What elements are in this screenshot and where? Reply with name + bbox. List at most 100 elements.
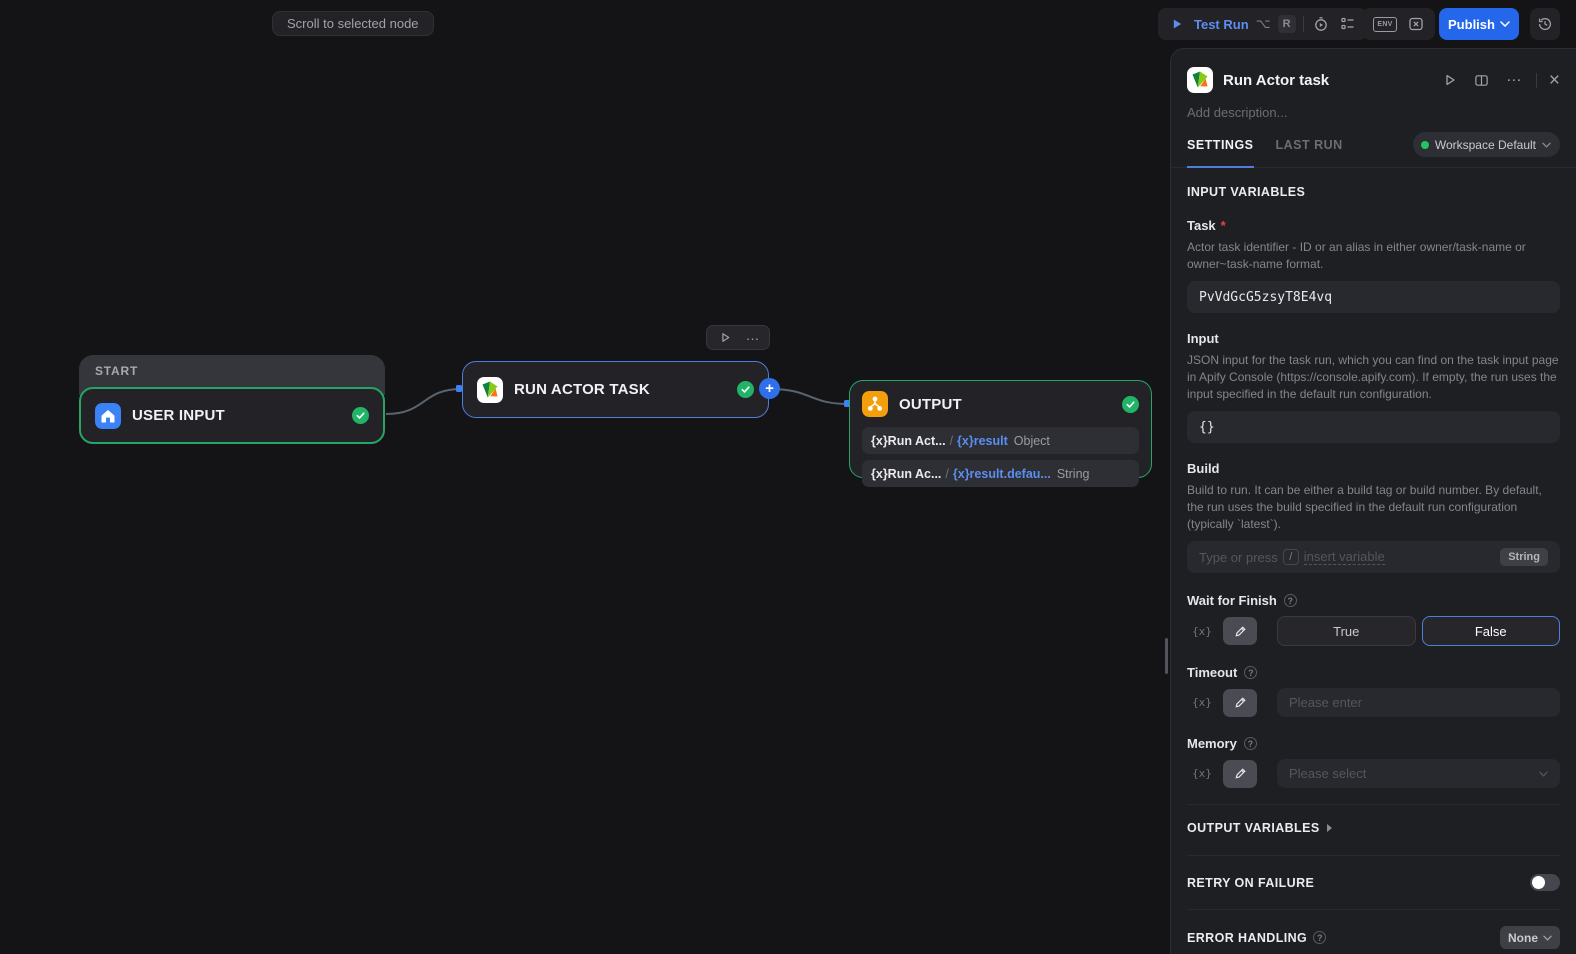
option-key-label: ⌥ (1255, 16, 1271, 31)
node-play-icon[interactable] (716, 328, 736, 348)
chevron-down-icon (1543, 935, 1552, 941)
wait-false-button[interactable]: False (1421, 616, 1560, 646)
variable-mode-button[interactable]: {x} (1192, 696, 1212, 709)
build-input[interactable]: Type or press / insert variable String (1187, 541, 1560, 573)
timeout-label: Timeout ? (1187, 665, 1560, 680)
toolbar-divider (1302, 16, 1304, 32)
section-divider (1187, 855, 1560, 856)
node-hover-toolbar: … (706, 325, 770, 350)
test-run-play-icon[interactable] (1167, 14, 1187, 34)
node-more-icon[interactable]: … (745, 326, 761, 343)
help-icon[interactable]: ? (1244, 666, 1258, 679)
variable-mode-button[interactable]: {x} (1192, 767, 1212, 780)
success-check-icon (737, 381, 754, 398)
more-options-icon[interactable]: … (1505, 67, 1522, 85)
required-mark: * (1220, 218, 1226, 233)
output-variables-toggle[interactable]: OUTPUT VARIABLES (1187, 821, 1560, 835)
pencil-icon (1235, 768, 1246, 779)
build-field-description: Build to run. It can be either a build t… (1187, 483, 1542, 531)
run-node-icon[interactable] (1440, 70, 1460, 90)
header-divider (1535, 72, 1537, 88)
variable-path: {x}result (957, 433, 1008, 448)
error-handling-select[interactable]: None (1500, 926, 1560, 949)
tab-last-run[interactable]: LAST RUN (1275, 137, 1343, 152)
output-variable-row[interactable]: {x}Run Ac... / {x}result.defau... String (862, 460, 1139, 487)
env-icon[interactable]: ENV (1371, 14, 1399, 34)
workspace-status-dot (1420, 140, 1429, 149)
section-divider (1187, 804, 1560, 805)
type-badge: String (1500, 548, 1548, 566)
memory-select[interactable]: Please select (1277, 759, 1560, 788)
variable-inspector-icon[interactable] (1406, 14, 1426, 34)
test-run-toolbar: Test Run ⌥ R (1158, 8, 1367, 40)
slash-key-icon: / (1282, 549, 1299, 565)
description-placeholder[interactable]: Add description... (1187, 105, 1288, 120)
publish-button[interactable]: Publish (1439, 8, 1519, 40)
section-divider (1187, 909, 1560, 910)
task-field-label: Task* (1187, 218, 1226, 233)
variable-mode-button[interactable]: {x} (1192, 624, 1212, 638)
json-input[interactable]: {} (1187, 411, 1560, 443)
insert-variable-hint: insert variable (1303, 549, 1385, 565)
user-input-icon (95, 402, 121, 429)
shortcut-key: R (1277, 15, 1296, 33)
variable-type: Object (1013, 433, 1050, 448)
output-node-title: OUTPUT (899, 395, 962, 413)
history-icon (1538, 18, 1552, 31)
start-node-title: USER INPUT (132, 407, 225, 424)
error-handling-header: ERROR HANDLING (1187, 930, 1308, 945)
success-check-icon (352, 407, 369, 424)
help-icon[interactable]: ? (1283, 594, 1297, 607)
variable-separator: / (945, 466, 949, 481)
input-field-label: Input (1187, 331, 1219, 346)
timeout-input[interactable]: Please enter (1277, 688, 1560, 717)
node-run-actor-task[interactable]: RUN ACTOR TASK (462, 361, 769, 418)
help-icon[interactable]: ? (1313, 931, 1327, 944)
node-start[interactable]: START USER INPUT (79, 355, 385, 444)
run-timer-icon[interactable] (1311, 14, 1331, 34)
variable-path: {x}result.defau... (952, 466, 1051, 481)
pencil-icon (1235, 697, 1246, 708)
panel-resize-handle[interactable] (1165, 638, 1168, 674)
build-field-label: Build (1187, 461, 1220, 476)
variable-source: {x}Run Ac... (871, 466, 942, 481)
success-check-icon (1122, 395, 1139, 413)
retry-toggle[interactable] (1530, 874, 1560, 891)
constant-mode-button[interactable] (1223, 688, 1257, 717)
split-view-icon[interactable] (1472, 70, 1492, 90)
close-icon[interactable]: × (1548, 69, 1560, 91)
chevron-down-icon (1542, 142, 1551, 148)
tab-settings[interactable]: SETTINGS (1187, 122, 1254, 168)
apify-icon (1187, 67, 1213, 93)
apify-icon (477, 376, 503, 403)
constant-mode-button[interactable] (1223, 617, 1257, 645)
wait-for-finish-label: Wait for Finish ? (1187, 593, 1560, 608)
pencil-icon (1235, 625, 1246, 636)
wait-true-button[interactable]: True (1277, 616, 1416, 646)
output-node-icon (862, 391, 888, 417)
chevron-down-icon (1539, 771, 1548, 777)
memory-label: Memory ? (1187, 736, 1560, 751)
node-config-panel: Run Actor task … × Add description... SE… (1170, 48, 1576, 954)
constant-mode-button[interactable] (1223, 759, 1257, 788)
scroll-to-node-hint[interactable]: Scroll to selected node (272, 11, 434, 36)
workspace-selector[interactable]: Workspace Default (1412, 132, 1560, 157)
variable-separator: / (949, 433, 954, 448)
panel-title: Run Actor task (1223, 71, 1330, 89)
input-variables-header: INPUT VARIABLES (1187, 185, 1306, 199)
help-icon[interactable]: ? (1243, 737, 1257, 750)
output-variable-row[interactable]: {x}Run Act... / {x}result Object (862, 427, 1139, 454)
toggle-knob (1532, 876, 1545, 889)
checklist-icon[interactable] (1338, 14, 1358, 34)
variable-type: String (1056, 466, 1090, 481)
test-run-button[interactable]: Test Run (1194, 16, 1249, 32)
run-node-title: RUN ACTOR TASK (514, 381, 650, 398)
chevron-right-icon (1326, 824, 1332, 832)
placeholder-text: Type or press (1199, 549, 1278, 565)
history-button[interactable] (1530, 8, 1560, 40)
task-input[interactable]: PvVdGcG5zsyT8E4vq (1187, 281, 1560, 313)
input-field-description: JSON input for the task run, which you c… (1187, 353, 1559, 401)
add-node-button[interactable]: + (759, 378, 780, 399)
node-output[interactable]: OUTPUT {x}Run Act... / {x}result Object … (849, 380, 1152, 487)
